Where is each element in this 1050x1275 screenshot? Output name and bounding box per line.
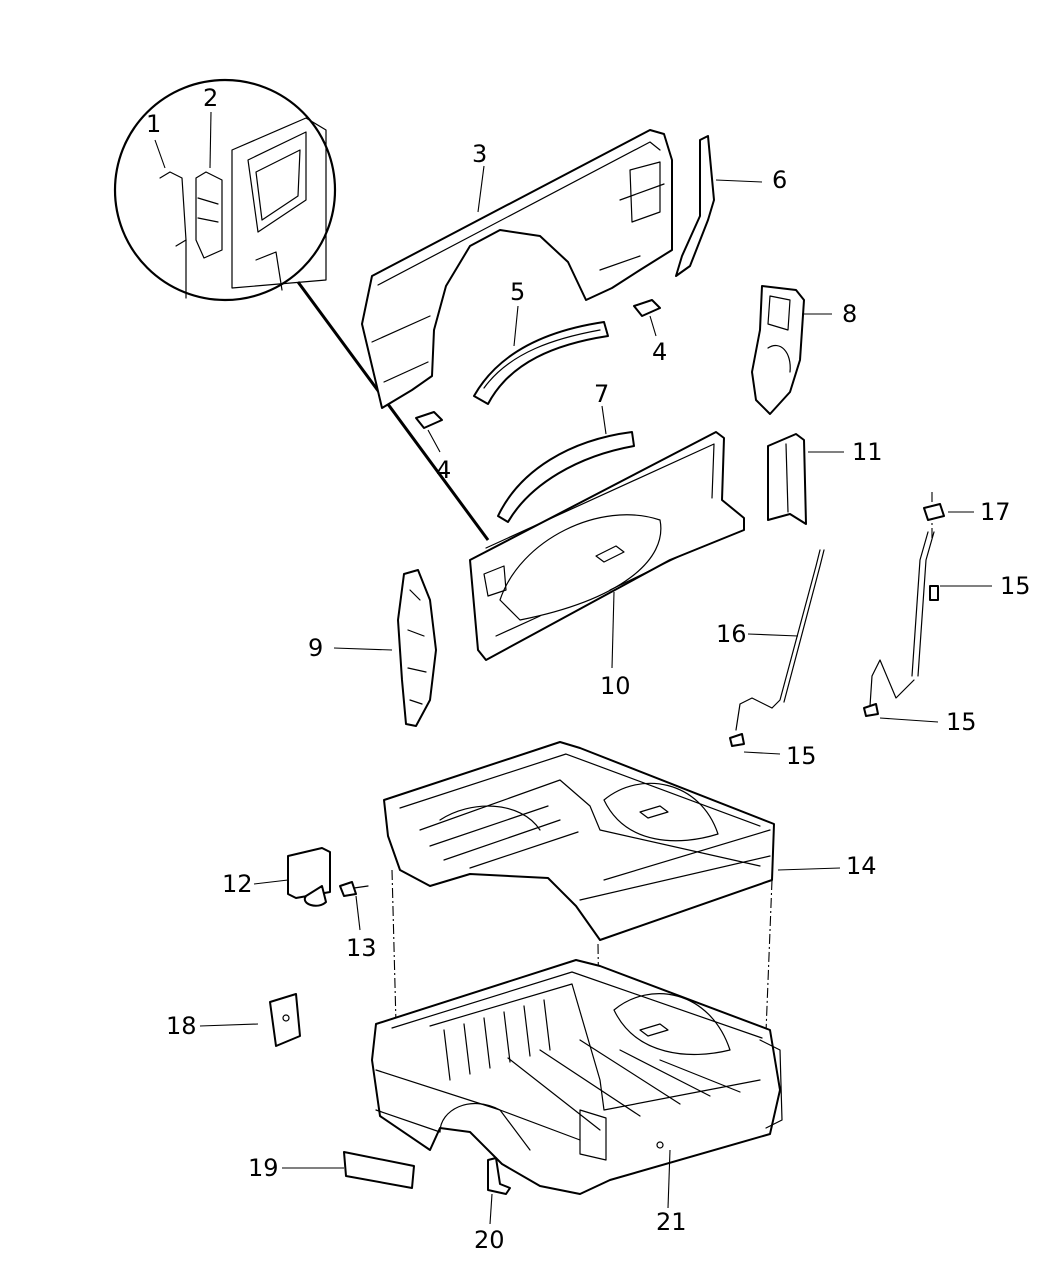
callout-6: 6 — [772, 166, 787, 194]
detail-magnifier — [113, 78, 490, 541]
part-4-clip-upper: 4 — [633, 299, 667, 366]
part-9-front-bracket: 9 — [308, 569, 437, 727]
callout-13: 13 — [346, 934, 377, 962]
part-6-corner-cap: 6 — [675, 135, 787, 277]
part-13-bolt: 13 — [339, 881, 377, 962]
part-4-clip-lower: 4 — [415, 411, 451, 484]
part-3-side-panel: 3 — [361, 129, 673, 409]
callout-19: 19 — [248, 1154, 279, 1182]
callout-7: 7 — [594, 380, 609, 408]
part-19-decal: 19 — [248, 1151, 415, 1189]
part-1-bracket: 1 — [146, 110, 166, 169]
callout-14: 14 — [846, 852, 877, 880]
callout-18: 18 — [166, 1012, 197, 1040]
callout-4-lower: 4 — [436, 456, 451, 484]
pickup-bed-assembly: 21 — [371, 959, 783, 1236]
callout-2: 2 — [203, 84, 218, 112]
callout-3: 3 — [472, 140, 487, 168]
callout-16: 16 — [716, 620, 747, 648]
callout-21: 21 — [656, 1208, 687, 1236]
callout-15-mid: 15 — [946, 708, 977, 736]
callout-10: 10 — [600, 672, 631, 700]
part-11-pillar: 11 — [767, 433, 883, 525]
callout-20: 20 — [474, 1226, 505, 1254]
part-12-storage-box: 12 — [222, 847, 331, 907]
callout-9: 9 — [308, 634, 323, 662]
part-15-cable-bolts: 15 15 — [863, 531, 1031, 736]
part-8-rear-bracket: 8 — [751, 285, 857, 415]
part-17-striker: 17 — [923, 492, 1011, 540]
callout-11: 11 — [852, 438, 883, 466]
callout-15-right: 15 — [1000, 572, 1031, 600]
callout-12: 12 — [222, 870, 253, 898]
part-5-wheelhouse-trim: 5 — [473, 278, 609, 405]
part-2-bracket: 2 — [203, 84, 218, 169]
part-14-bed-liner: 14 — [383, 741, 877, 941]
callout-1: 1 — [146, 110, 161, 138]
callout-15-lower: 15 — [786, 742, 817, 770]
part-16-tailgate-cable: 16 15 — [716, 549, 825, 770]
callout-4-upper: 4 — [652, 338, 667, 366]
callout-8: 8 — [842, 300, 857, 328]
callout-17: 17 — [980, 498, 1011, 526]
part-20-mud-flap-bracket: 20 — [474, 1157, 511, 1254]
part-7-wheelhouse-liner: 7 — [497, 380, 635, 523]
part-10-inner-panel: 10 — [469, 431, 745, 700]
part-18-bracket: 18 — [166, 993, 301, 1047]
callout-5: 5 — [510, 278, 525, 306]
